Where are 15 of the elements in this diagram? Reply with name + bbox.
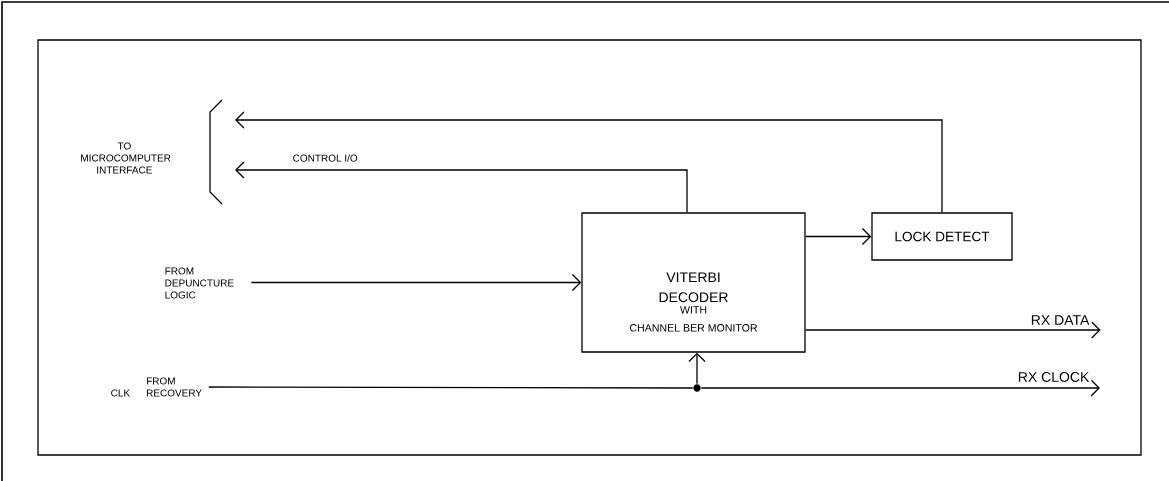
interface-label: TO MICROCOMPUTER INTERFACE xyxy=(81,142,171,174)
arrow xyxy=(700,379,1100,397)
arrow xyxy=(805,321,1101,339)
edge-label: RX DATA xyxy=(1028,313,1092,327)
decoder-box: VITERBI DECODER WITH CHANNEL BER MONITOR xyxy=(581,212,806,353)
input-label: FROM DEPUNCTURE LOGIC xyxy=(165,267,234,299)
edge-label: CONTROL I/O xyxy=(290,152,360,164)
lock-detect-box: LOCK DETECT xyxy=(871,212,1013,261)
arrow xyxy=(235,111,943,213)
clock-input-label: CLK FROM RECOVERY xyxy=(111,377,202,397)
arrow xyxy=(235,161,688,213)
edge-label: RX CLOCK xyxy=(1015,370,1092,384)
arrow xyxy=(688,352,706,385)
arrow xyxy=(250,273,582,292)
arrow xyxy=(805,227,872,246)
